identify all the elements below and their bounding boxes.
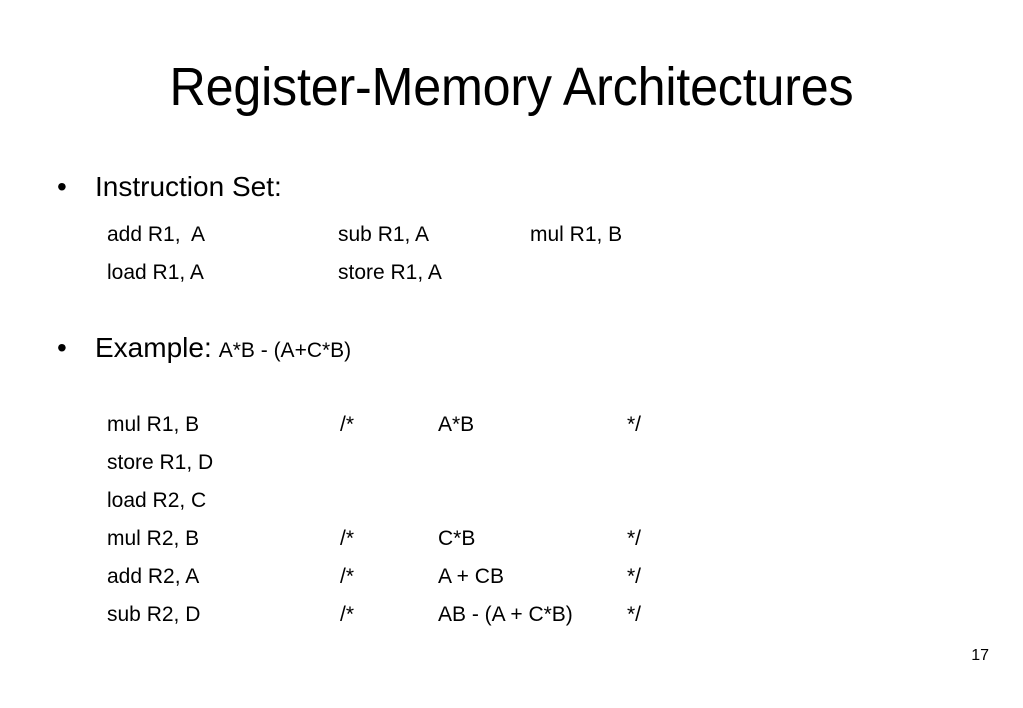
comment-open-token: /* xyxy=(340,565,355,588)
bullet-dot-icon: • xyxy=(57,332,67,363)
code-comment-text: A*B xyxy=(438,413,475,436)
instruction-set-table: add R1, A sub R1, A mul R1, B load R1, A… xyxy=(107,216,710,292)
code-comment-text xyxy=(438,444,627,482)
comment-close-token: */ xyxy=(627,413,642,436)
code-operation: mul R1, B xyxy=(107,413,200,436)
code-operation: mul R2, B xyxy=(107,527,200,550)
code-operation: load R2, C xyxy=(107,489,207,512)
code-operation: store R1, D xyxy=(107,451,214,474)
table-row: sub R2, D /* AB - (A + C*B) */ xyxy=(107,596,667,634)
comment-close-token: */ xyxy=(627,603,642,626)
comment-open-token: /* xyxy=(340,527,355,550)
table-row: mul R2, B /* C*B */ xyxy=(107,520,667,558)
bullet-example-label: Example: xyxy=(95,332,212,363)
bullet-instruction-set-label: Instruction Set: xyxy=(95,171,282,202)
table-row: add R2, A /* A + CB */ xyxy=(107,558,667,596)
instruction-cell: load R1, A xyxy=(107,261,204,284)
code-comment-text: AB - (A + C*B) xyxy=(438,603,573,626)
comment-open-token xyxy=(340,482,438,520)
comment-close-token xyxy=(627,482,667,520)
page-title: Register-Memory Architectures xyxy=(169,57,854,117)
code-comment-text: A + CB xyxy=(438,565,504,588)
instruction-cell: sub R1, A xyxy=(338,223,430,246)
code-operation: sub R2, D xyxy=(107,603,201,626)
comment-open-token: /* xyxy=(340,603,355,626)
instruction-cell: add R1, A xyxy=(107,223,206,246)
code-operation: add R2, A xyxy=(107,565,200,588)
code-comment-text xyxy=(438,482,627,520)
instruction-cell xyxy=(530,254,710,292)
table-row: load R1, A store R1, A xyxy=(107,254,710,292)
example-code-listing: mul R1, B /* A*B */ store R1, D load R2,… xyxy=(107,406,667,634)
bullet-instruction-set: • Instruction Set: xyxy=(57,170,282,204)
table-row: mul R1, B /* A*B */ xyxy=(107,406,667,444)
table-row: add R1, A sub R1, A mul R1, B xyxy=(107,216,710,254)
comment-close-token: */ xyxy=(627,565,642,588)
table-row: store R1, D xyxy=(107,444,667,482)
instruction-cell: store R1, A xyxy=(338,261,442,284)
code-comment-text: C*B xyxy=(438,527,476,550)
page-number: 17 xyxy=(971,647,989,664)
table-row: load R2, C xyxy=(107,482,667,520)
comment-close-token xyxy=(627,444,667,482)
instruction-cell: mul R1, B xyxy=(530,223,623,246)
bullet-dot-icon: • xyxy=(57,171,67,202)
comment-close-token: */ xyxy=(627,527,642,550)
comment-open-token: /* xyxy=(340,413,355,436)
example-expression: A*B - (A+C*B) xyxy=(218,339,352,362)
bullet-example: • Example: A*B - (A+C*B) xyxy=(57,331,351,368)
comment-open-token xyxy=(340,444,438,482)
